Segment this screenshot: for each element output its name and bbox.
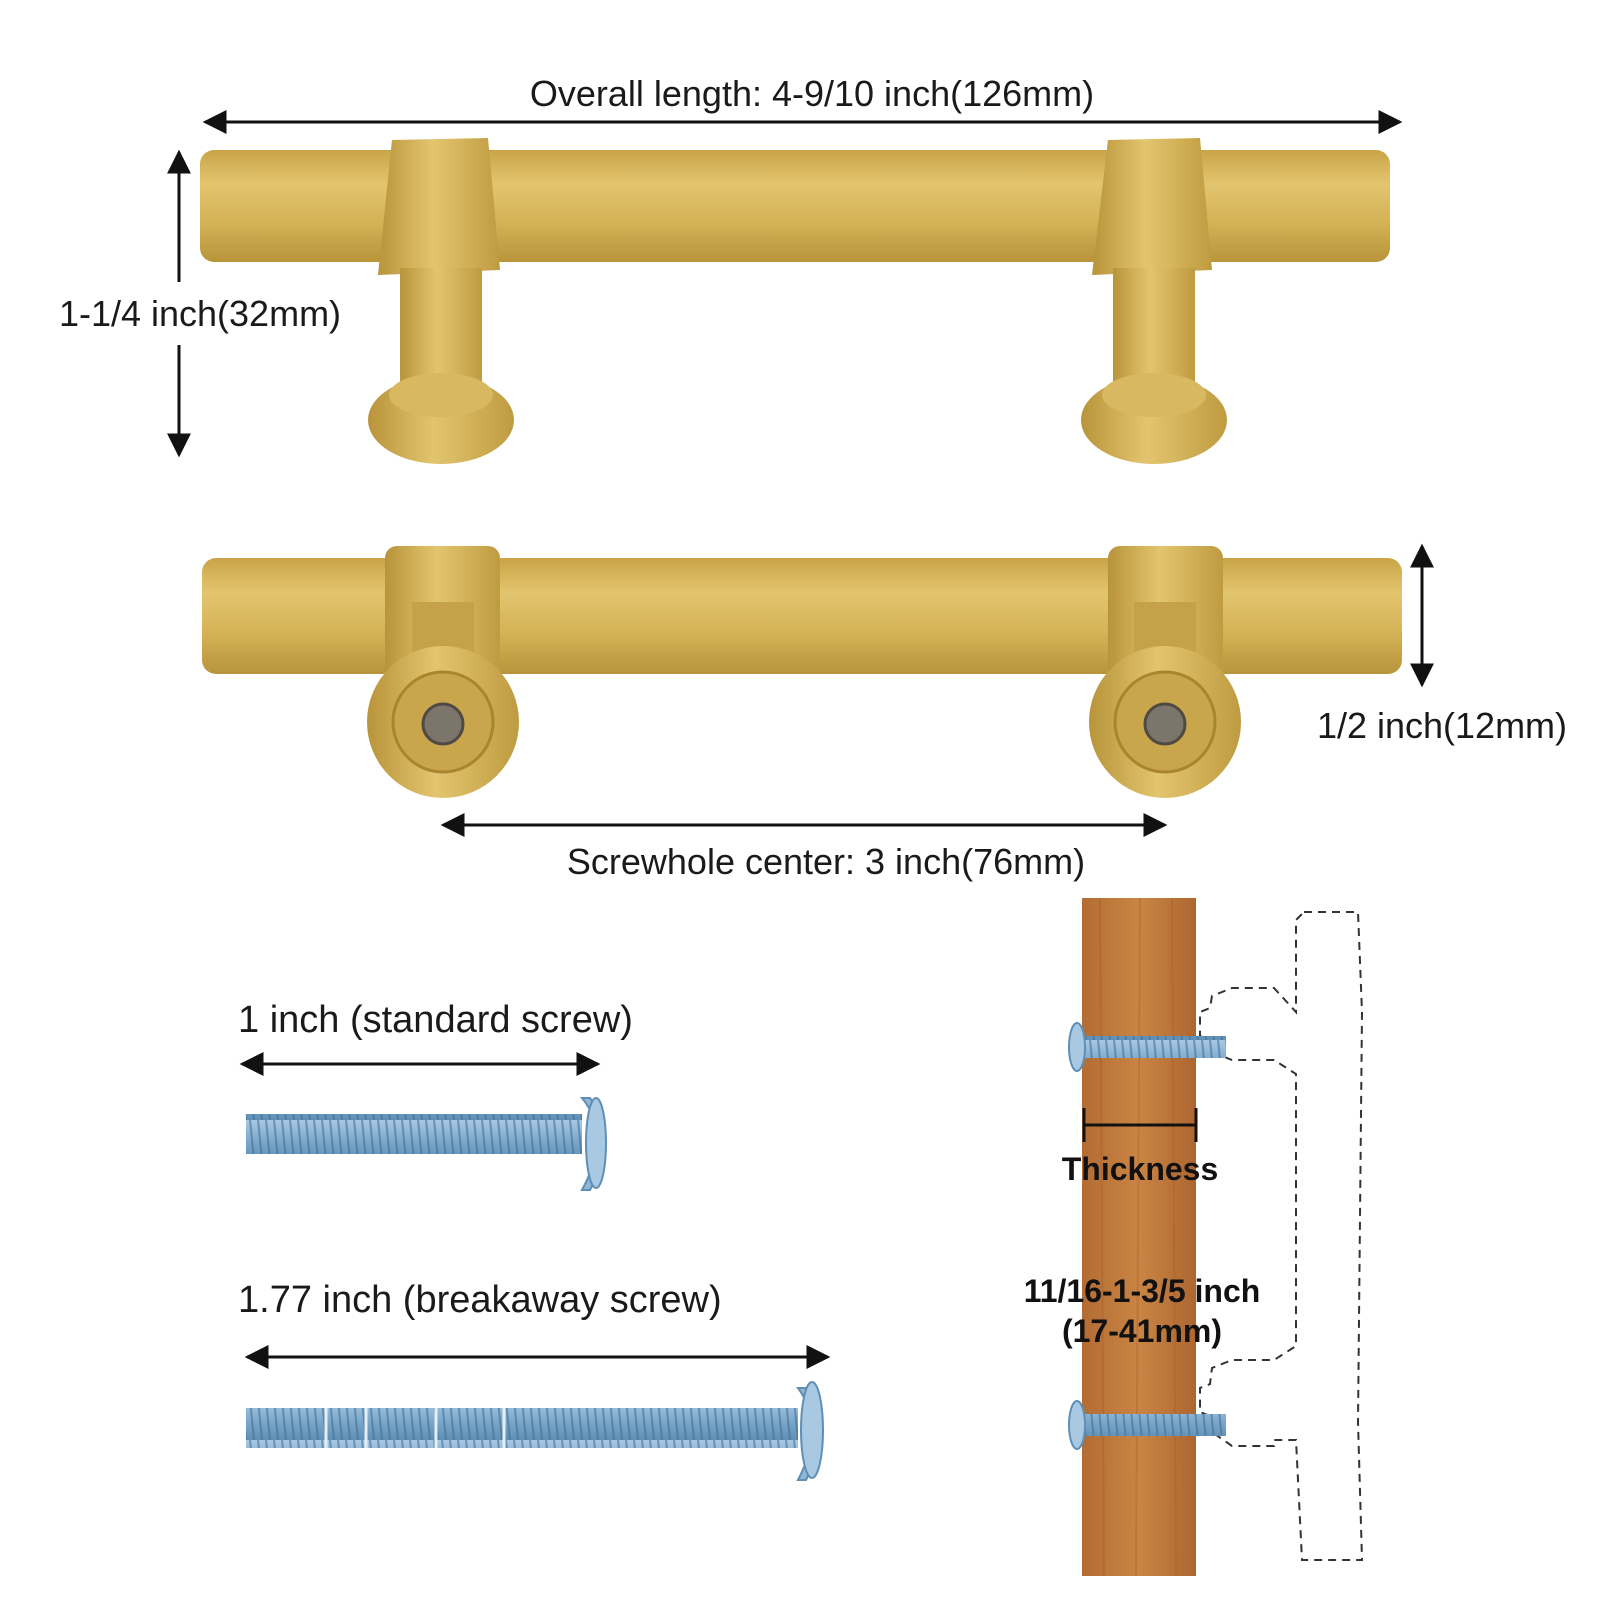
right-screwhole	[1143, 702, 1187, 746]
handle-left-post	[400, 268, 482, 383]
handle-outline-dashed	[1199, 911, 1364, 1561]
breakaway-screw-label: 1.77 inch (breakaway screw)	[238, 1279, 722, 1321]
thickness-range-mm: (17-41mm)	[1062, 1313, 1222, 1349]
thickness-range-inch: 11/16-1-3/5 inch	[1024, 1273, 1261, 1309]
standard-screw-label: 1 inch (standard screw)	[238, 999, 633, 1041]
overall-length-label: Overall length: 4-9/10 inch(126mm)	[530, 73, 1094, 114]
handle-left-collar	[378, 138, 500, 275]
thickness-label: Thickness	[1062, 1151, 1219, 1187]
diameter-label: 1/2 inch(12mm)	[1317, 705, 1567, 746]
breakaway-screw	[246, 1381, 824, 1481]
left-screwhole	[421, 702, 465, 746]
handle-right-post	[1113, 268, 1195, 383]
height-label: 1-1/4 inch(32mm)	[59, 293, 341, 334]
standard-screw	[246, 1097, 607, 1191]
handle-bar	[200, 150, 1390, 262]
handle-side-view	[200, 138, 1390, 464]
handle-right-collar	[1092, 138, 1212, 275]
wood-panel	[1082, 898, 1196, 1576]
screwhole-center-label: Screwhole center: 3 inch(76mm)	[567, 841, 1085, 882]
installation-diagram: Thickness 11/16-1-3/5 inch (17-41mm)	[1024, 897, 1364, 1577]
handle-underside-view	[202, 546, 1402, 798]
underside-bar	[202, 558, 1402, 674]
